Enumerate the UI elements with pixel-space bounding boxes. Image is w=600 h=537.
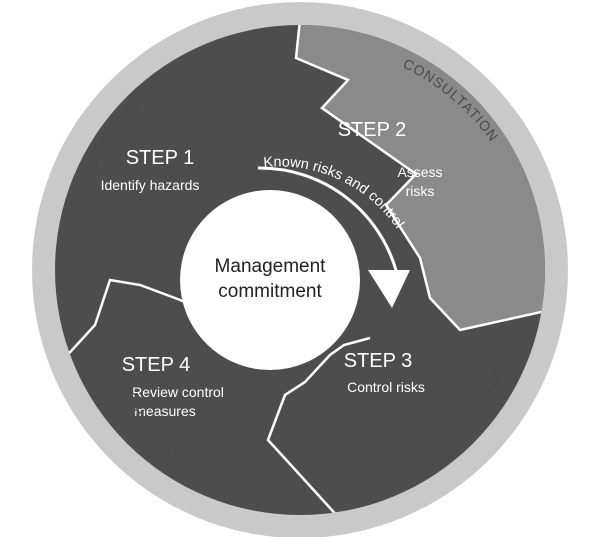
process-arrow-head [368, 270, 410, 308]
divider-step1-step2 [294, 25, 545, 332]
step-2-title: STEP 2 [338, 119, 407, 141]
step-4-description-line2: measures [134, 403, 195, 419]
step-4-title: STEP 4 [122, 354, 191, 376]
step-2-description-line1: Assess [397, 164, 442, 180]
step-2-description-line2: risks [406, 183, 435, 199]
step-1-description: Identify hazards [101, 177, 200, 193]
center-circle [180, 190, 360, 370]
step-3-description: Control risks [347, 379, 425, 395]
divider-step2-step3 [266, 336, 371, 515]
process-arrow-shaft [257, 166, 400, 279]
step-1-title: STEP 1 [126, 147, 195, 169]
center-label-line1: Management [215, 256, 327, 277]
step-3-title: STEP 3 [344, 350, 413, 372]
divider-step4-step1 [55, 278, 211, 387]
step-4-description-line1: Review control [132, 384, 224, 400]
center-label-line2: commitment [218, 281, 322, 302]
